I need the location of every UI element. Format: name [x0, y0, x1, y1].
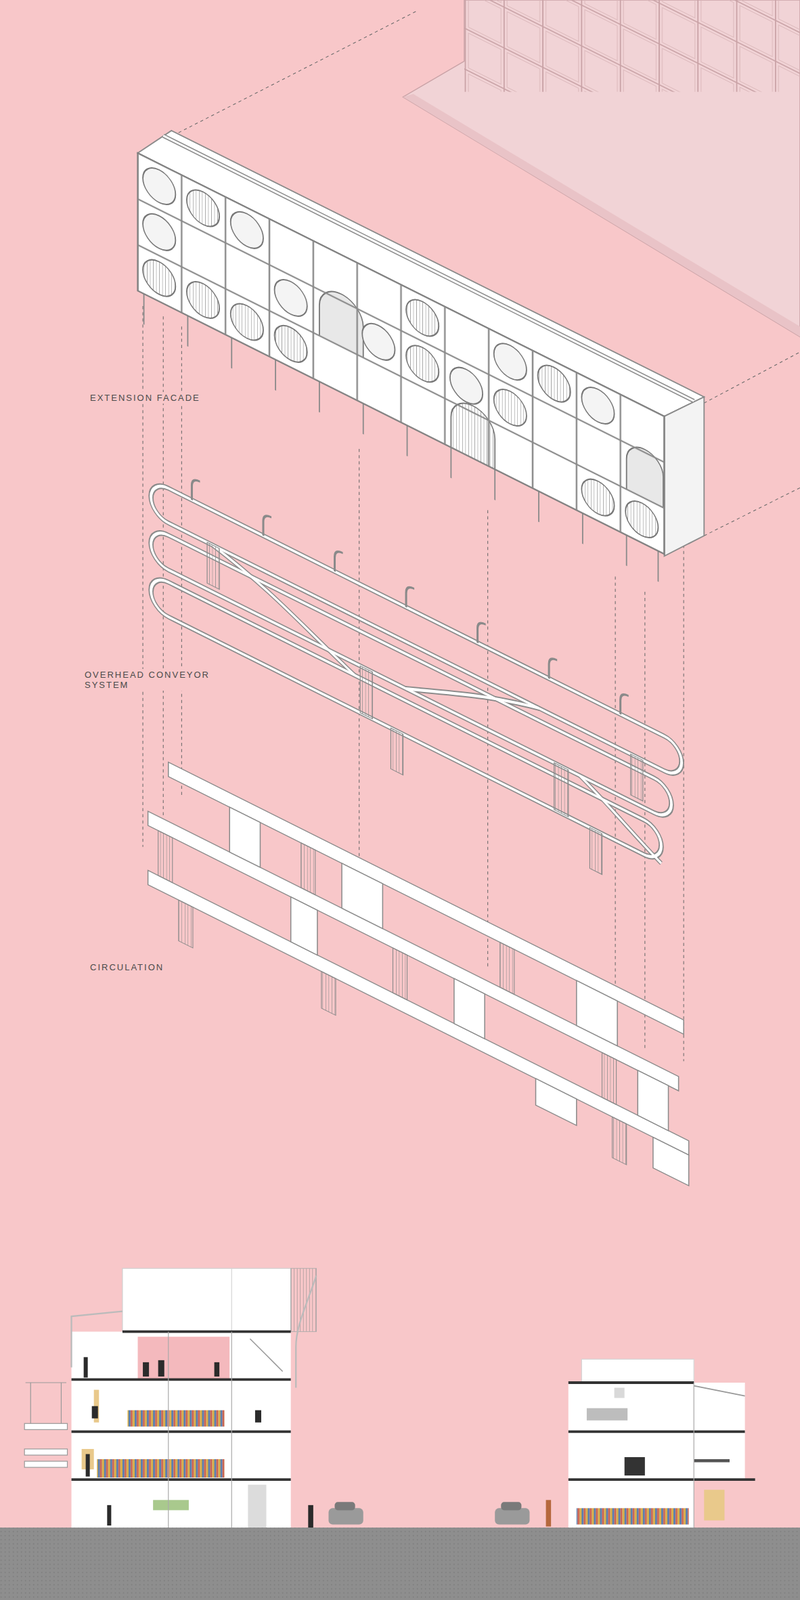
layer-label: EXTENSION FACADE — [87, 391, 203, 404]
layer-label: CIRCULATION — [87, 961, 166, 973]
layer-label: OVERHEAD CONVEYOR SYSTEM — [82, 668, 212, 691]
